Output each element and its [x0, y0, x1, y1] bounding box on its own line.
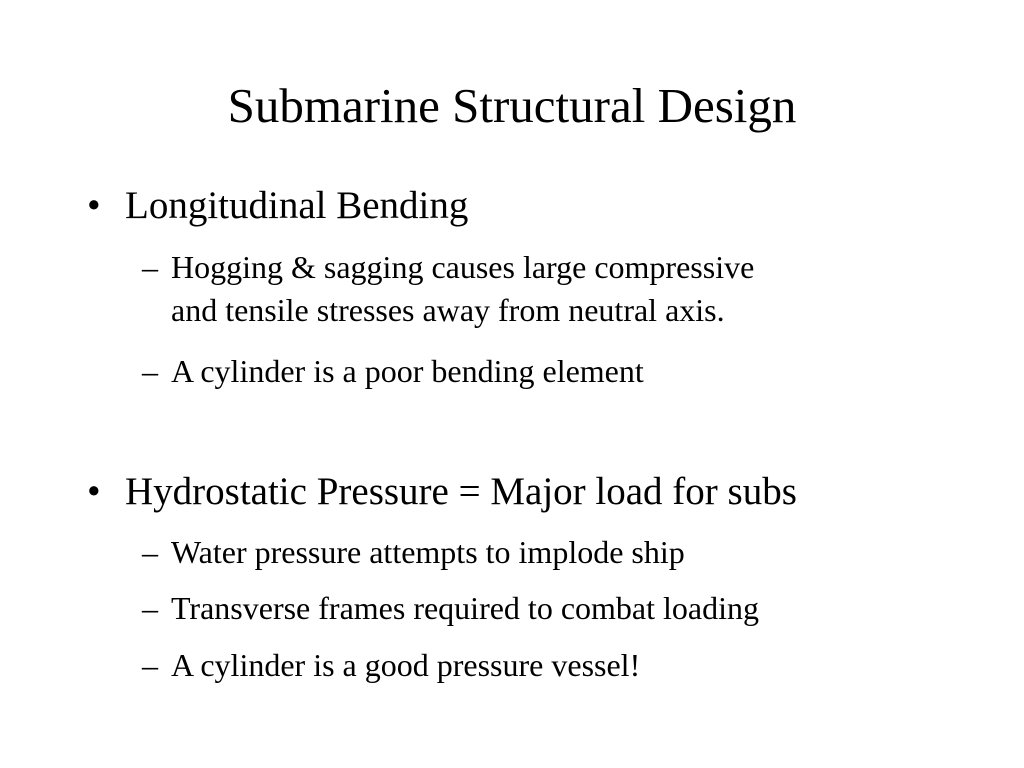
sub-bullet-text: Water pressure attempts to implode ship	[171, 534, 685, 570]
bullet-marker: •	[87, 184, 101, 227]
sub-bullet-marker: –	[142, 590, 158, 626]
sub-bullet-marker: –	[142, 647, 158, 683]
slide-title: Submarine Structural Design	[227, 78, 797, 133]
sub-bullet-line: Hogging & sagging causes large compressi…	[171, 249, 755, 285]
bullet-text: Hydrostatic Pressure = Major load for su…	[125, 470, 797, 513]
sub-bullet-marker: –	[142, 534, 158, 570]
sub-bullet-text: A cylinder is a good pressure vessel!	[171, 647, 641, 683]
sub-bullet-text: A cylinder is a poor bending element	[171, 353, 644, 389]
sub-bullet-text: Transverse frames required to combat loa…	[171, 590, 759, 626]
sub-bullet-text: Hogging & sagging causes large compressi…	[171, 246, 931, 332]
sub-bullet-marker: –	[142, 353, 158, 389]
bullet-text: Longitudinal Bending	[125, 184, 469, 227]
sub-bullet-marker: –	[142, 249, 158, 285]
bullet-marker: •	[87, 470, 101, 513]
sub-bullet-line: and tensile stresses away from neutral a…	[171, 292, 725, 328]
